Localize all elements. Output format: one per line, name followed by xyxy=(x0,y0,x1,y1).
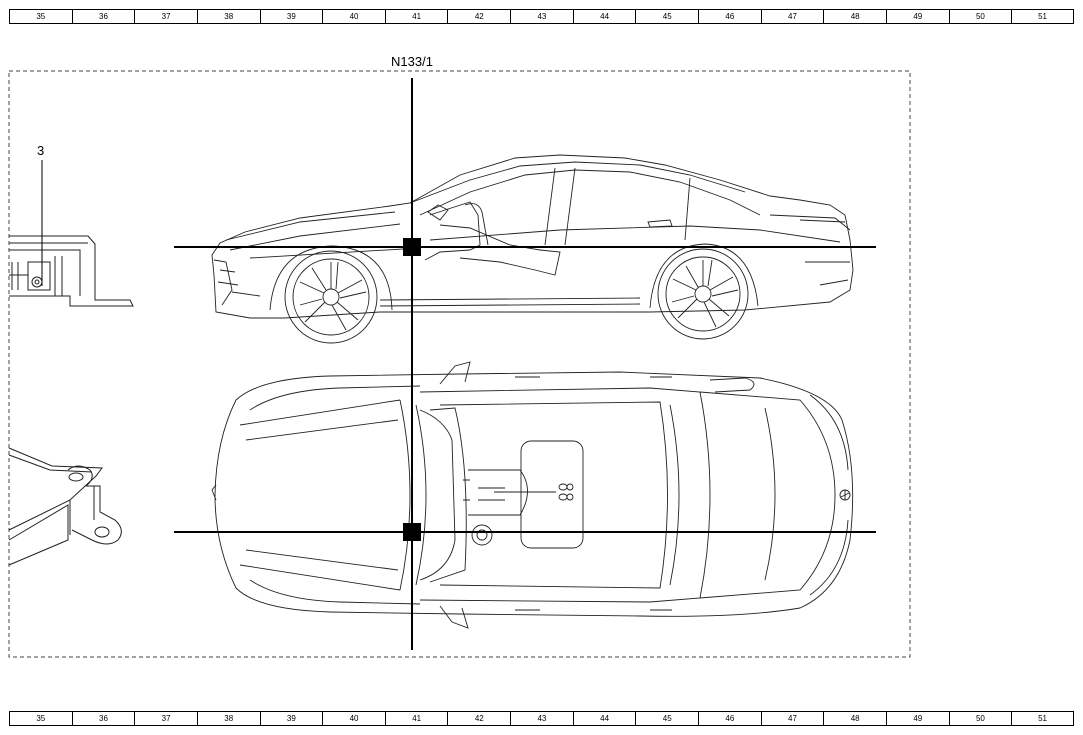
ruler-cell: 36 xyxy=(71,10,135,23)
ruler-cell: 45 xyxy=(635,10,698,23)
ruler-cell: 47 xyxy=(760,10,824,23)
ruler-cell: 35 xyxy=(9,10,72,23)
ruler-cell: 40 xyxy=(322,10,385,23)
ruler-cell: 49 xyxy=(885,10,949,23)
ruler-cell: 51 xyxy=(1011,712,1074,725)
ruler-cell: 50 xyxy=(948,712,1012,725)
component-marker-top xyxy=(403,523,421,541)
ruler-cell: 48 xyxy=(823,712,886,725)
ruler-cell: 37 xyxy=(134,10,197,23)
ruler-cell: 38 xyxy=(196,712,260,725)
ruler-cell: 39 xyxy=(259,712,323,725)
car-top-view xyxy=(211,361,854,629)
ruler-cell: 51 xyxy=(1011,10,1074,23)
ruler-cell: 47 xyxy=(760,712,824,725)
ruler-cell: 43 xyxy=(510,712,573,725)
ruler-cell: 50 xyxy=(948,10,1012,23)
ruler-cell: 41 xyxy=(384,10,448,23)
ruler-cell: 42 xyxy=(447,712,510,725)
component-marker-side xyxy=(403,238,421,256)
ruler-cell: 42 xyxy=(447,10,510,23)
front-wheel-side xyxy=(269,245,393,344)
ruler-cell: 44 xyxy=(572,10,636,23)
ruler-cell: 40 xyxy=(322,712,385,725)
component-detail-bottom xyxy=(8,447,122,566)
ruler-cell: 49 xyxy=(885,712,949,725)
dashed-frame xyxy=(8,70,911,658)
grid-ruler-bottom: 35 36 37 38 39 40 41 42 43 44 45 46 47 4… xyxy=(9,711,1074,726)
car-side-view xyxy=(211,154,854,319)
ruler-cell: 44 xyxy=(572,712,636,725)
ruler-cell: 36 xyxy=(71,712,135,725)
ruler-cell: 45 xyxy=(635,712,698,725)
ruler-cell: 39 xyxy=(259,10,323,23)
ruler-cell: 41 xyxy=(384,712,448,725)
ruler-cell: 37 xyxy=(134,712,197,725)
ruler-cell: 43 xyxy=(510,10,573,23)
ruler-cell: 48 xyxy=(823,10,886,23)
rear-wheel-side xyxy=(649,243,759,340)
ruler-cell: 38 xyxy=(196,10,260,23)
callout-number: 3 xyxy=(37,143,45,158)
ruler-cell: 46 xyxy=(698,10,761,23)
component-label: N133/1 xyxy=(391,54,433,69)
ruler-cell: 35 xyxy=(9,712,72,725)
component-detail-top xyxy=(9,235,134,307)
grid-ruler-top: 35 36 37 38 39 40 41 42 43 44 45 46 47 4… xyxy=(9,9,1074,24)
ruler-cell: 46 xyxy=(698,712,761,725)
